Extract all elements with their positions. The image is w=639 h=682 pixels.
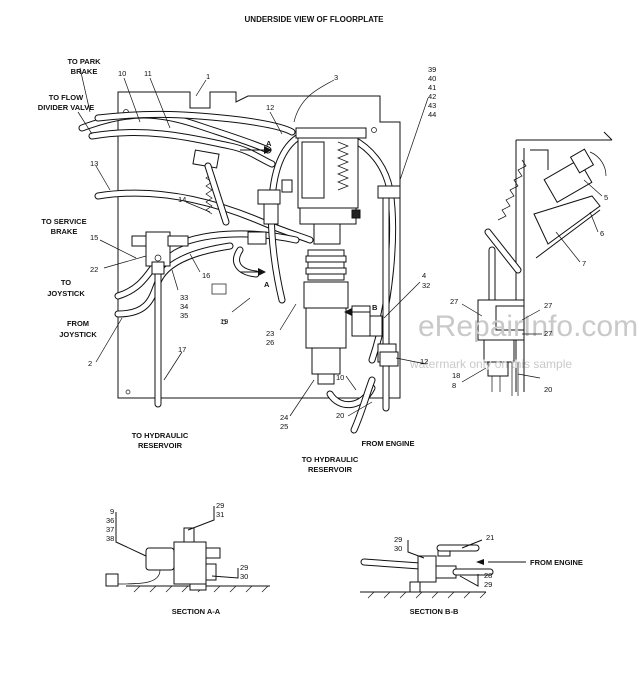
callout-24: 24 xyxy=(280,413,288,422)
label-to-flow-2: DIVIDER VALVE xyxy=(38,103,94,112)
view-a-bottom-label: A xyxy=(264,280,270,289)
joystick-manifold xyxy=(131,231,189,275)
callout-sb-29-top: 29 xyxy=(394,535,402,544)
label-to-joystick-1: TO xyxy=(61,278,71,287)
callout-15: 15 xyxy=(90,233,98,242)
callout-12-lower: 12 xyxy=(420,357,428,366)
callout-43: 43 xyxy=(428,101,436,110)
callout-3: 3 xyxy=(334,73,338,82)
label-to-park-brake-1: TO PARK xyxy=(67,57,101,66)
callout-10-lower: 10 xyxy=(336,373,344,382)
callout-25: 25 xyxy=(280,422,288,431)
callout-35: 35 xyxy=(180,311,188,320)
callout-sa-31: 31 xyxy=(216,510,224,519)
valve-block xyxy=(173,541,207,585)
label-to-service-brake-2: BRAKE xyxy=(51,227,78,236)
callout-7: 7 xyxy=(582,259,586,268)
section-b-b xyxy=(360,544,494,599)
callout-34: 34 xyxy=(180,302,188,311)
callout-10: 10 xyxy=(118,69,126,78)
callout-40: 40 xyxy=(428,74,436,83)
callout-19: 19 xyxy=(220,317,228,326)
mounting-bracket xyxy=(211,283,227,295)
callout-22: 22 xyxy=(90,265,98,274)
callout-20-lower: 20 xyxy=(336,411,344,420)
callout-sa-9: 9 xyxy=(110,507,114,516)
callout-12: 12 xyxy=(266,103,274,112)
callout-27-right-top: 27 xyxy=(544,301,552,310)
diagram-labels: TO PARK BRAKE TO FLOW DIVIDER VALVE TO S… xyxy=(38,57,583,616)
view-a-top-label: A xyxy=(266,139,272,148)
diagram-title: UNDERSIDE VIEW OF FLOORPLATE xyxy=(245,15,385,24)
view-b-label: B xyxy=(372,303,378,312)
callout-11: 11 xyxy=(144,69,152,78)
label-to-park-brake-2: BRAKE xyxy=(71,67,98,76)
label-section-a-a: SECTION A-A xyxy=(172,607,221,616)
watermark-text: eRepairInfo.com xyxy=(418,310,638,343)
callout-39: 39 xyxy=(428,65,436,74)
leader-lines xyxy=(77,67,603,587)
callout-sb-28: 28 xyxy=(484,571,492,580)
label-to-joystick-2: JOYSTICK xyxy=(47,289,85,298)
callout-sa-37: 37 xyxy=(106,525,114,534)
solenoid xyxy=(145,547,175,571)
label-to-service-brake-1: TO SERVICE xyxy=(41,217,86,226)
callout-27-left: 27 xyxy=(450,297,458,306)
callout-20-right: 20 xyxy=(544,385,552,394)
section-a-a xyxy=(105,527,270,593)
label-to-hydraulic-reservoir-mid-1: TO HYDRAULIC xyxy=(302,455,359,464)
callout-17: 17 xyxy=(178,345,186,354)
callout-sa-29-top: 29 xyxy=(216,501,224,510)
callout-sb-29-bottom: 29 xyxy=(484,580,492,589)
callout-sa-36: 36 xyxy=(106,516,114,525)
section-arrows: A A B xyxy=(240,139,378,316)
label-section-b-b: SECTION B-B xyxy=(410,607,459,616)
callout-4: 4 xyxy=(422,271,426,280)
label-from-joystick-2: JOYSTICK xyxy=(59,330,97,339)
callout-numbers: 1 10 11 3 12 13 14 15 22 16 33 34 35 19 … xyxy=(88,65,608,589)
callout-2: 2 xyxy=(88,359,92,368)
watermark-subtext: watermark only on this sample xyxy=(409,357,572,371)
callout-sb-30: 30 xyxy=(394,544,402,553)
callout-33: 33 xyxy=(180,293,188,302)
callout-23: 23 xyxy=(266,329,274,338)
callout-sa-38: 38 xyxy=(106,534,114,543)
callout-13: 13 xyxy=(90,159,98,168)
label-to-hydraulic-reservoir-left-2: RESERVOIR xyxy=(138,441,183,450)
label-from-engine-section: FROM ENGINE xyxy=(530,558,583,567)
callout-27-right: 27 xyxy=(544,329,552,338)
label-from-engine-main: FROM ENGINE xyxy=(362,439,415,448)
callout-sb-21: 21 xyxy=(486,533,494,542)
callout-8: 8 xyxy=(452,381,456,390)
callout-32: 32 xyxy=(422,281,430,290)
callout-26: 26 xyxy=(266,338,274,347)
pedal-linkage-detail xyxy=(477,131,613,396)
callout-14: 14 xyxy=(178,195,186,204)
fitting-tee xyxy=(417,555,437,583)
callout-16: 16 xyxy=(202,271,210,280)
callout-18: 18 xyxy=(452,371,460,380)
label-to-flow-1: TO FLOW xyxy=(49,93,84,102)
park-brake-cylinder xyxy=(192,149,293,245)
callout-42: 42 xyxy=(428,92,436,101)
label-to-hydraulic-reservoir-left-1: TO HYDRAULIC xyxy=(132,431,189,440)
label-to-hydraulic-reservoir-mid-2: RESERVOIR xyxy=(308,465,353,474)
floorplate-outline xyxy=(117,91,401,399)
callout-6: 6 xyxy=(600,229,604,238)
tube-clamp xyxy=(377,185,401,367)
callout-44: 44 xyxy=(428,110,436,119)
callout-sa-29-bottom: 29 xyxy=(240,563,248,572)
callout-1: 1 xyxy=(206,72,210,81)
callout-41: 41 xyxy=(428,83,436,92)
callout-5: 5 xyxy=(604,193,608,202)
label-from-joystick-1: FROM xyxy=(67,319,89,328)
callout-sa-30: 30 xyxy=(240,572,248,581)
